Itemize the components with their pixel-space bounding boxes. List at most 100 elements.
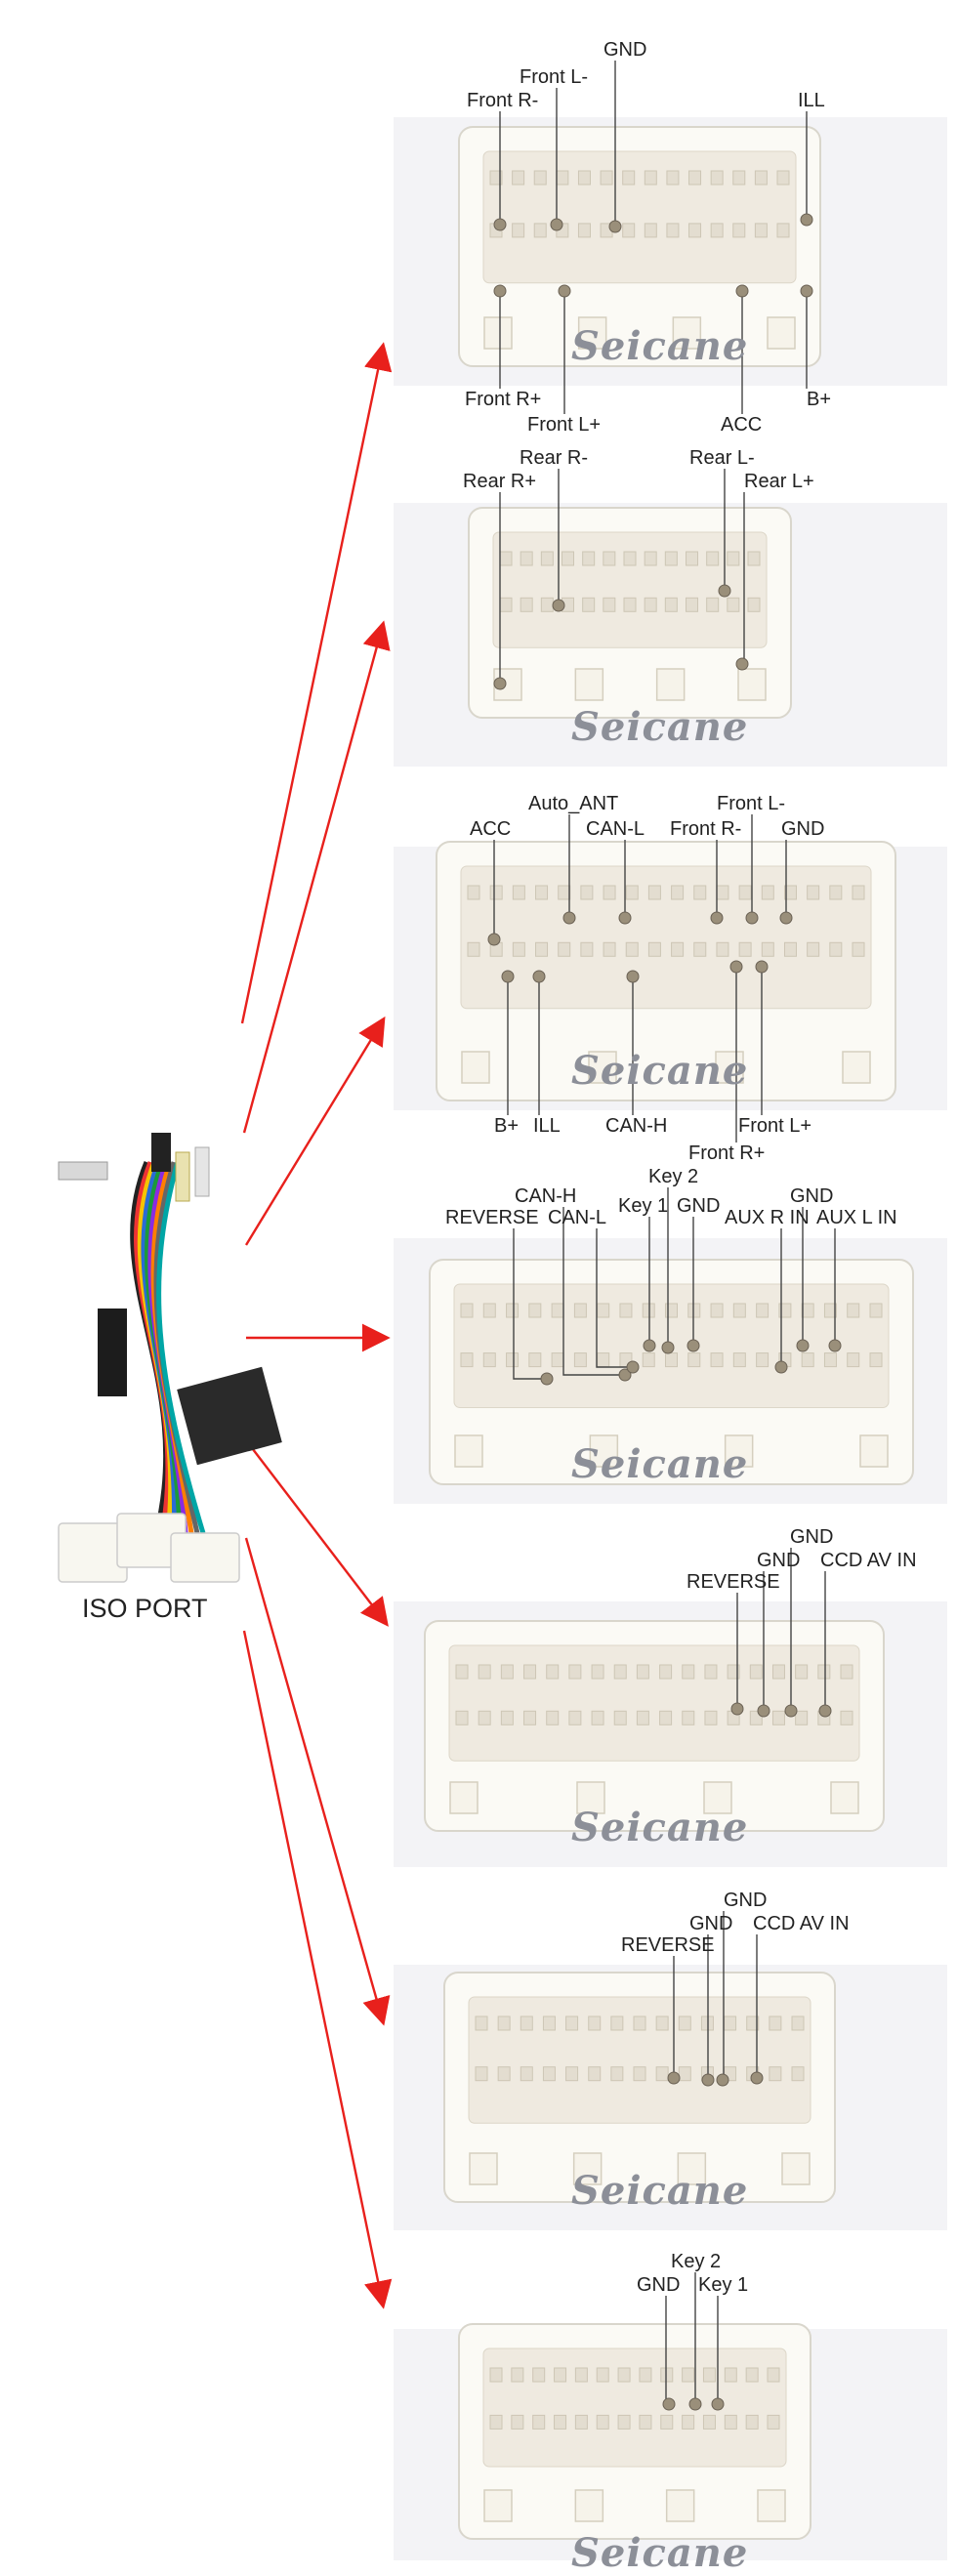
pin-label: Key 1 (618, 1195, 669, 1217)
pin-slot (852, 941, 865, 957)
pin-slot (687, 1352, 701, 1368)
pin-slot (622, 223, 636, 238)
pin-slot (573, 1352, 587, 1368)
pin-slot (617, 2414, 631, 2430)
pin-terminal (608, 220, 622, 233)
pin-slot (664, 551, 678, 566)
pin-slot (511, 2367, 524, 2383)
pin-slot (520, 2066, 533, 2082)
pin-slot (801, 1303, 814, 1318)
leader-line (596, 1228, 633, 1368)
pin-slot (610, 2015, 624, 2031)
pin-slot (500, 1664, 514, 1680)
pin-slot (749, 1664, 763, 1680)
pin-slot (686, 551, 698, 566)
harness-wire (156, 1161, 206, 1534)
pin-slot (533, 223, 547, 238)
pin-slot (732, 1352, 746, 1368)
rca-yellow (175, 1151, 190, 1202)
pin-terminal (626, 970, 640, 983)
harness-plug-top (151, 1133, 171, 1172)
pin-slot (795, 1664, 809, 1680)
pin-slot (746, 2015, 760, 2031)
latch-notch (454, 1434, 483, 1468)
pin-terminal (643, 1339, 656, 1352)
pin-slot (588, 2015, 602, 2031)
pin-slot (732, 223, 746, 238)
pin-slot (664, 597, 678, 612)
latch-notch (577, 316, 607, 350)
pin-slot (633, 2066, 646, 2082)
pin-terminal (718, 584, 731, 598)
pin-slot (767, 2367, 780, 2383)
seicane-watermark: Seicane (571, 704, 749, 750)
pin-slot (528, 1303, 542, 1318)
pin-label: Front L+ (738, 1115, 812, 1137)
pin-slot (655, 2066, 669, 2082)
pin-slot (500, 1710, 514, 1725)
pin-terminal (667, 2071, 681, 2085)
pin-terminal (729, 960, 743, 974)
pin-terminal (757, 1704, 770, 1718)
pin-slot (647, 941, 661, 957)
pin-slot (807, 941, 820, 957)
pin-slot (551, 1303, 564, 1318)
latch-notch (483, 316, 513, 350)
pin-slot (497, 2066, 511, 2082)
pin-slot (556, 170, 569, 186)
pin-slot (639, 2367, 652, 2383)
pin-label: Key 1 (698, 2274, 749, 2296)
pin-terminal (532, 970, 546, 983)
pin-terminal (800, 284, 813, 298)
pin-slot (783, 941, 797, 957)
pin-slot (554, 2367, 567, 2383)
pin-slot (603, 885, 616, 900)
pin-terminal (558, 284, 571, 298)
pin-slot (769, 2066, 782, 2082)
pin-terminal (552, 599, 565, 612)
pin-slot (455, 1664, 469, 1680)
pin-slot (617, 2367, 631, 2383)
pin-slot (687, 1303, 701, 1318)
latch-notch (665, 2489, 695, 2522)
pin-slot (558, 885, 571, 900)
pin-slot (791, 2066, 805, 2082)
latch-notch (576, 1781, 605, 1814)
pin-slot (771, 1664, 785, 1680)
pin-terminal (800, 213, 813, 227)
latch-notch (757, 2489, 786, 2522)
pin-slot (610, 2066, 624, 2082)
pin-label: ILL (798, 90, 825, 111)
pointer-arrow (242, 1630, 393, 2309)
pin-slot (596, 2367, 609, 2383)
pin-slot (686, 597, 698, 612)
pin-slot (489, 2414, 503, 2430)
latch-notch (715, 1051, 744, 1084)
pin-label: Front L- (520, 66, 589, 88)
pin-slot (603, 941, 616, 957)
pin-label: Front R+ (688, 1143, 766, 1164)
pin-slot (489, 170, 503, 186)
harness-connector (170, 1532, 240, 1583)
pin-slot (644, 223, 657, 238)
pointer-arrow (244, 1016, 386, 1246)
pin-slot (532, 2367, 546, 2383)
pin-terminal (774, 1360, 788, 1374)
pin-label: REVERSE (445, 1207, 539, 1228)
pin-slot (727, 551, 740, 566)
pin-slot (693, 941, 707, 957)
pin-terminal (618, 911, 632, 925)
seicane-watermark: Seicane (571, 2530, 749, 2576)
pin-slot (596, 2414, 609, 2430)
pin-slot (727, 1664, 740, 1680)
pin-slot (688, 170, 702, 186)
pin-slot (642, 1303, 655, 1318)
leader-line (562, 1207, 625, 1376)
pin-slot (551, 1352, 564, 1368)
pin-slot (738, 941, 752, 957)
pin-slot (647, 885, 661, 900)
pin-slot (568, 1664, 582, 1680)
seicane-watermark: Seicane (571, 1048, 749, 1094)
pin-slot (600, 170, 613, 186)
